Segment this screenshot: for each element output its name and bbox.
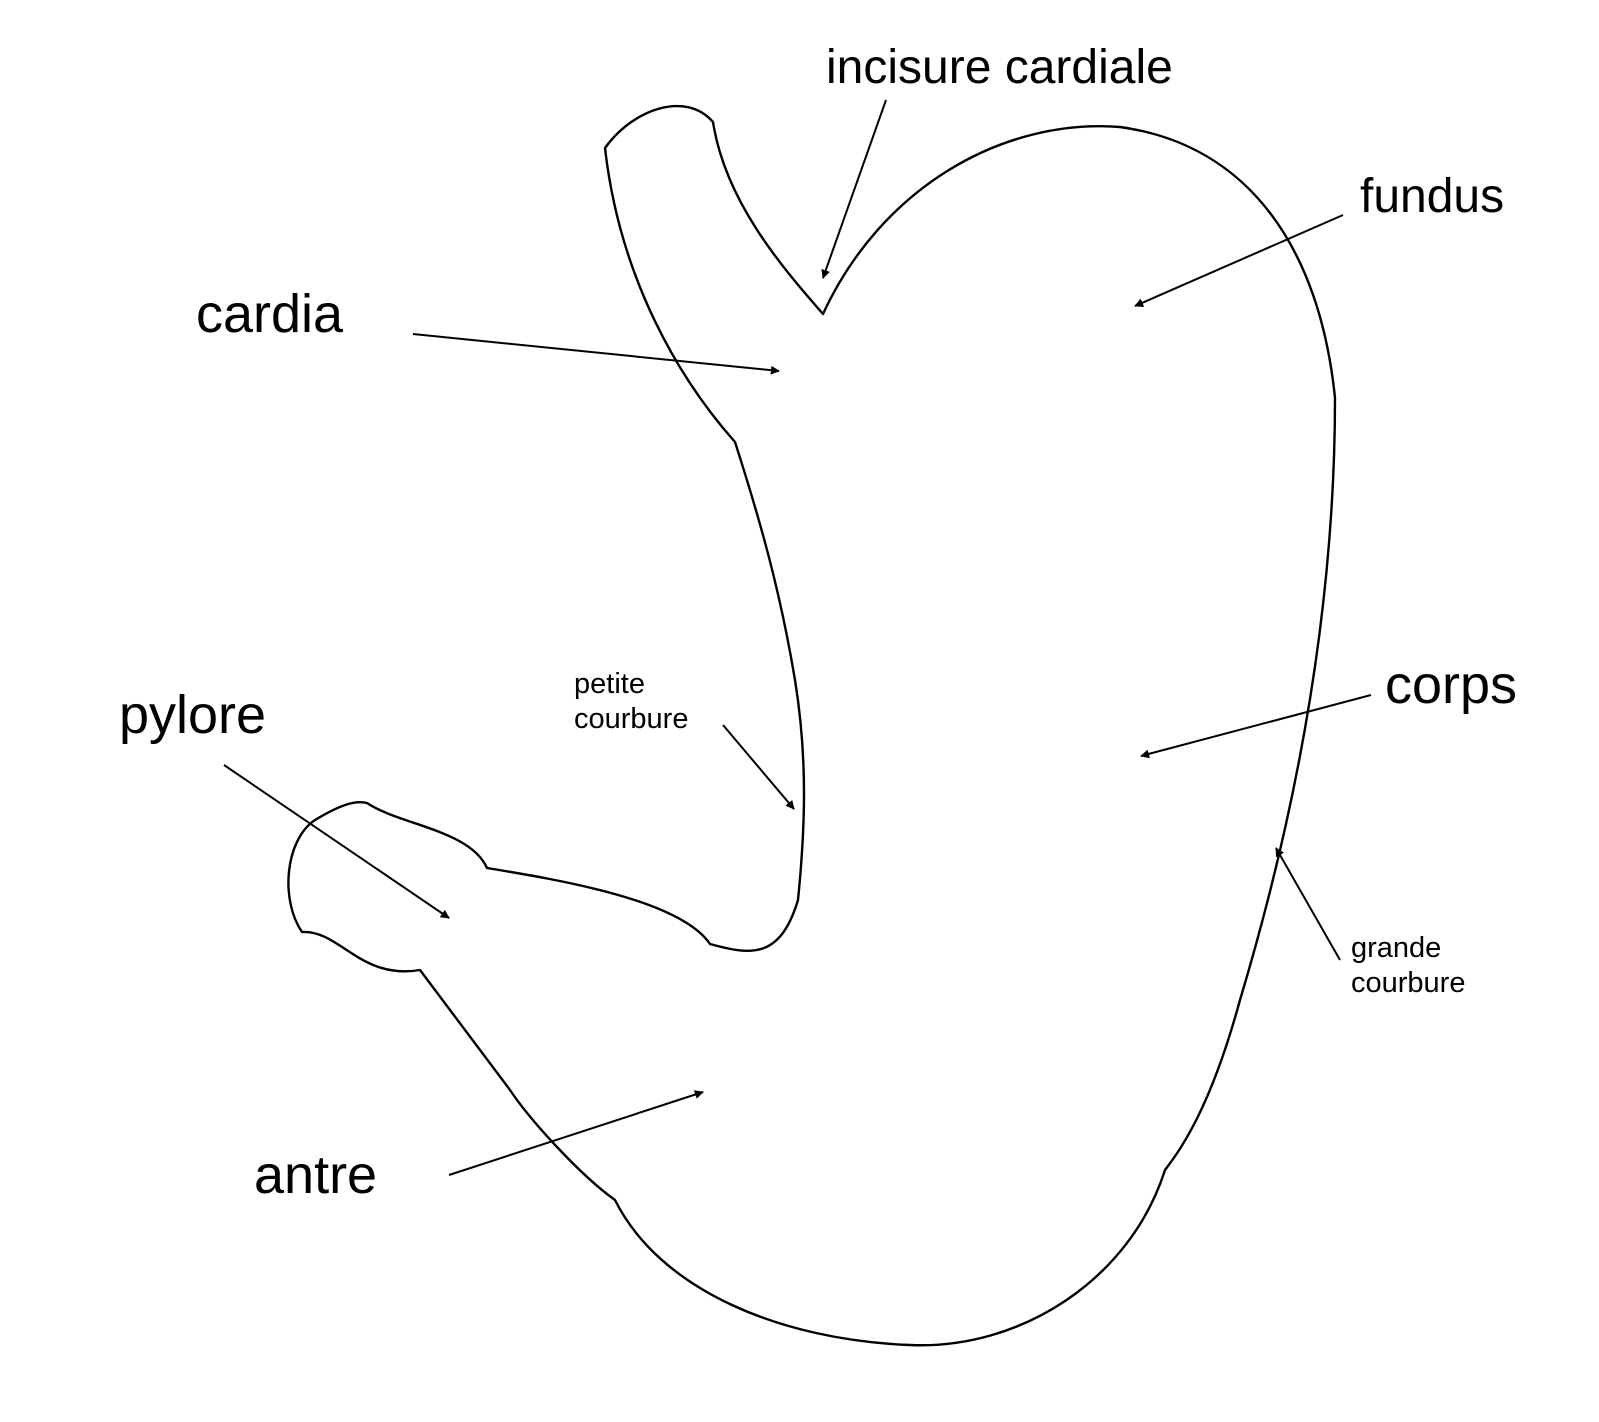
pylore-arrow: [223, 764, 450, 919]
pylore-label: pylore: [119, 685, 266, 745]
petite-courbure-label-line2: courbure: [574, 703, 688, 735]
incisure-arrow: [821, 99, 887, 279]
incisure-cardiale-label: incisure cardiale: [826, 41, 1173, 94]
corps-arrow: [1140, 694, 1372, 759]
petite-courbure-label-line1: petite: [574, 668, 645, 700]
petite-courbure-arrow: [722, 724, 795, 810]
cardia-arrow: [412, 333, 780, 375]
grande-courbure-label-line1: grande: [1351, 932, 1441, 964]
grande-courbure-arrow: [1275, 847, 1341, 961]
cardia-label: cardia: [196, 284, 344, 344]
antre-arrow: [448, 1090, 704, 1176]
grande-courbure-label-line2: courbure: [1351, 967, 1465, 999]
antre-label: antre: [254, 1145, 377, 1205]
stomach-outline: [287, 105, 1337, 1347]
fundus-arrow: [1134, 214, 1344, 307]
fundus-label: fundus: [1360, 170, 1504, 223]
corps-label: corps: [1385, 655, 1517, 715]
